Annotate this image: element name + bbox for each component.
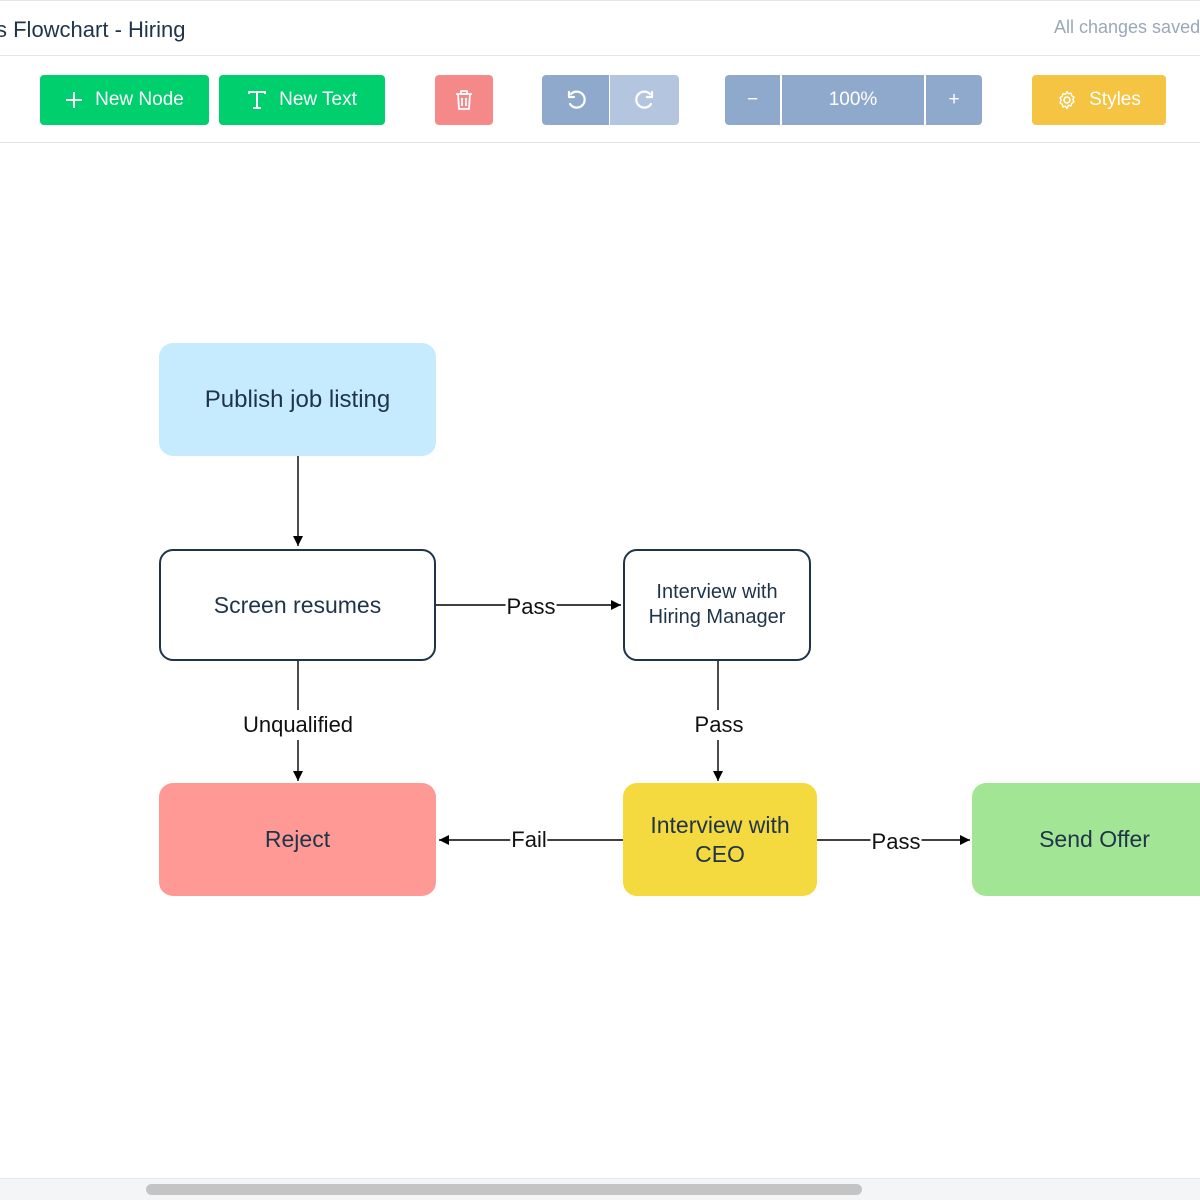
zoom-level: 100% xyxy=(782,75,924,125)
gear-icon xyxy=(1057,90,1077,110)
text-icon xyxy=(247,90,267,110)
node-interview-ceo[interactable]: Interview with CEO xyxy=(623,783,817,896)
edge-label-unqualified[interactable]: Unqualified xyxy=(240,710,356,740)
new-node-button[interactable]: New Node xyxy=(40,75,209,125)
edge-label-fail[interactable]: Fail xyxy=(510,827,548,853)
styles-label: Styles xyxy=(1089,89,1141,110)
node-publish-job-listing[interactable]: Publish job listing xyxy=(159,343,436,456)
new-text-label: New Text xyxy=(279,89,357,110)
node-label: Interview with CEO xyxy=(650,811,790,867)
plus-icon xyxy=(65,91,83,109)
undo-button[interactable] xyxy=(542,75,609,125)
new-node-label: New Node xyxy=(95,89,184,110)
app-header: s Flowchart - Hiring All changes saved xyxy=(0,0,1200,56)
node-screen-resumes[interactable]: Screen resumes xyxy=(159,549,436,661)
node-send-offer[interactable]: Send Offer xyxy=(972,783,1200,896)
document-title[interactable]: s Flowchart - Hiring xyxy=(0,17,186,42)
connectors xyxy=(293,456,970,845)
scrollbar-thumb[interactable] xyxy=(146,1184,862,1195)
edge-label-pass[interactable]: Pass xyxy=(692,710,746,740)
trash-icon xyxy=(454,89,474,111)
node-label: Screen resumes xyxy=(213,591,382,618)
node-label: Send Offer xyxy=(1039,826,1150,853)
node-label: Reject xyxy=(264,826,331,853)
styles-button[interactable]: Styles xyxy=(1032,75,1166,125)
edge-label-pass[interactable]: Pass xyxy=(505,594,557,620)
flowchart-canvas[interactable]: Publish job listing Screen resumes Inter… xyxy=(0,144,1200,1178)
toolbar: New Node New Text − 100% + Styles xyxy=(0,57,1200,143)
zoom-in-label: + xyxy=(948,89,960,110)
zoom-out-label: − xyxy=(746,89,759,110)
node-interview-hiring-manager[interactable]: Interview with Hiring Manager xyxy=(623,549,811,661)
node-label: Interview with Hiring Manager xyxy=(648,581,786,628)
redo-button[interactable] xyxy=(610,75,679,125)
horizontal-scrollbar[interactable] xyxy=(0,1178,1200,1200)
undo-icon xyxy=(565,89,587,111)
node-reject[interactable]: Reject xyxy=(159,783,436,896)
zoom-out-button[interactable]: − xyxy=(725,75,780,125)
new-text-button[interactable]: New Text xyxy=(219,75,385,125)
save-status: All changes saved xyxy=(1054,17,1200,37)
node-label: Publish job listing xyxy=(204,385,391,413)
delete-button[interactable] xyxy=(435,75,493,125)
edge-label-pass[interactable]: Pass xyxy=(870,829,922,855)
redo-icon xyxy=(634,89,656,111)
zoom-in-button[interactable]: + xyxy=(926,75,982,125)
